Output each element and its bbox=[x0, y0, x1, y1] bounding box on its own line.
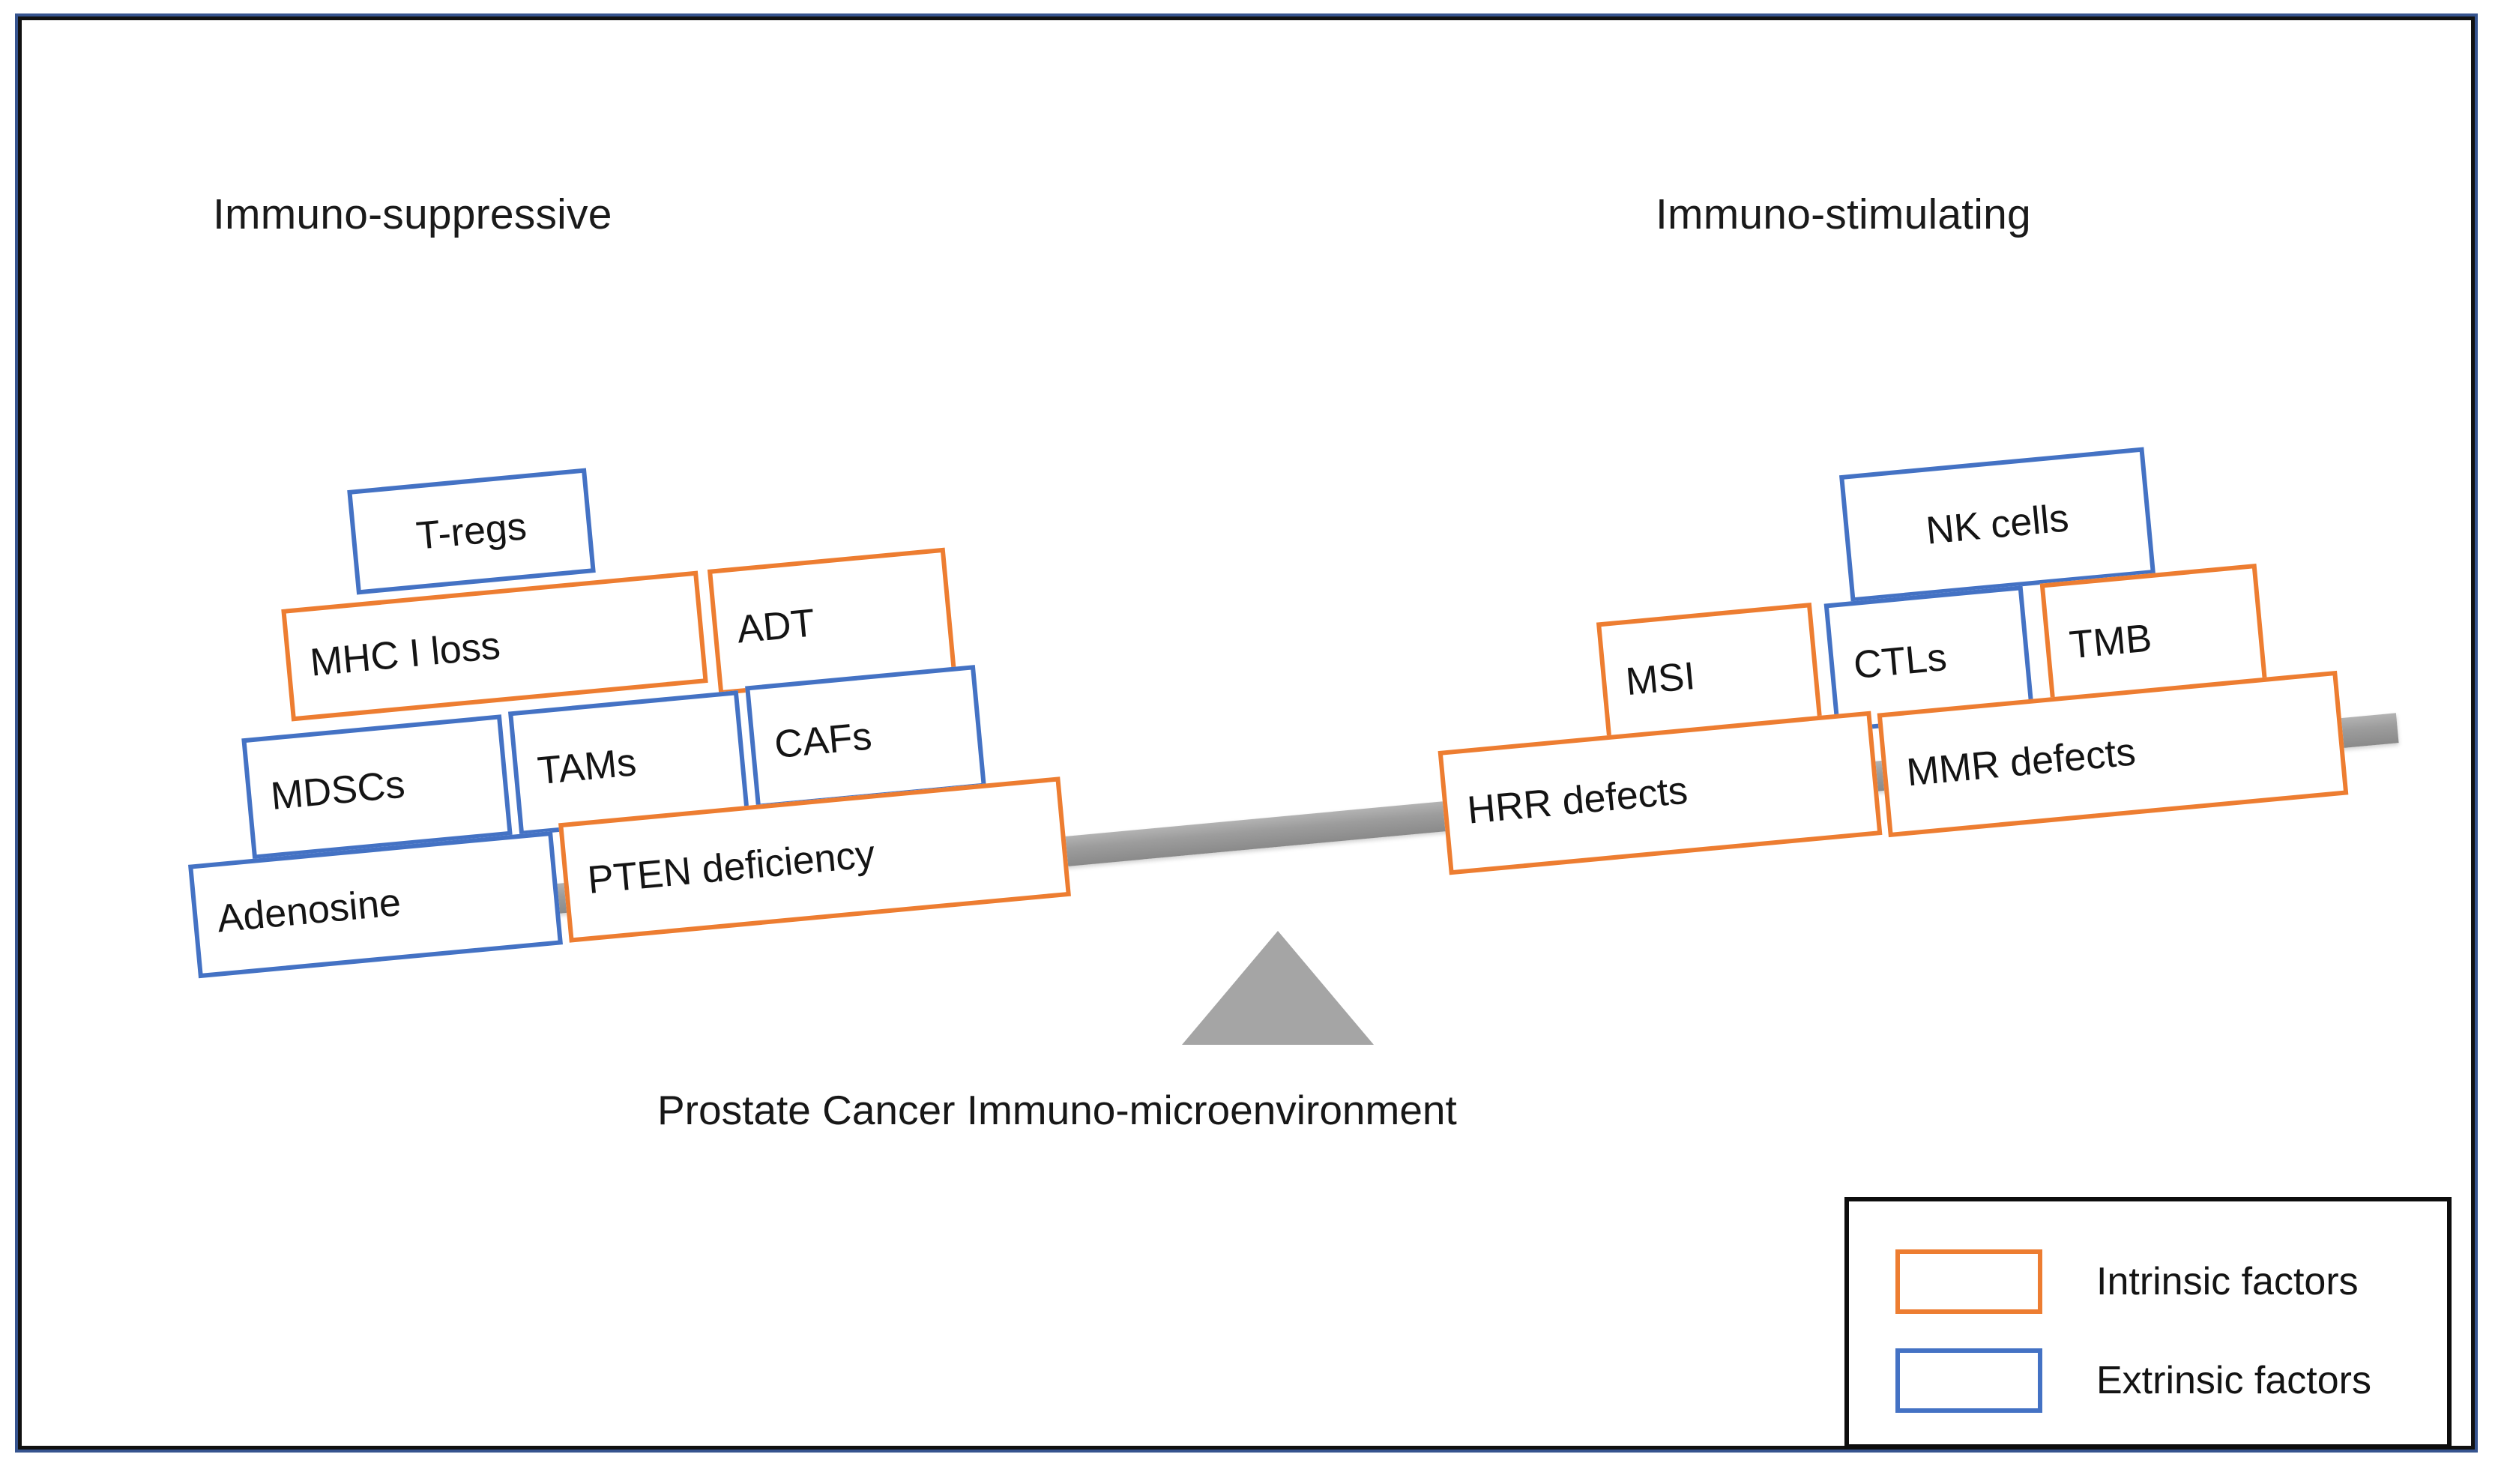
legend-item-intrinsic: Intrinsic factors bbox=[1895, 1249, 2359, 1314]
factor-label: T-regs bbox=[414, 504, 529, 558]
fulcrum-triangle bbox=[1182, 931, 1374, 1045]
factor-label: CTLs bbox=[1851, 635, 1949, 688]
factor-label: TAMs bbox=[535, 741, 639, 794]
factor-label: TMB bbox=[2067, 616, 2154, 668]
factor-label: HRR defects bbox=[1465, 768, 1690, 833]
factor-label: CAFs bbox=[772, 714, 874, 767]
factor-label: Adenosine bbox=[215, 881, 403, 941]
factor-box-hrr-defects[interactable]: HRR defects bbox=[1437, 711, 1883, 875]
legend-swatch-orange bbox=[1895, 1249, 2042, 1314]
factor-label: PTEN deficiency bbox=[585, 832, 877, 902]
factor-label: ADT bbox=[734, 601, 817, 652]
factor-label: MHC I loss bbox=[308, 624, 502, 685]
factor-label: MDSCs bbox=[268, 762, 407, 818]
header-immuno-suppressive: Immuno-suppressive bbox=[213, 190, 612, 238]
diagram-caption: Prostate Cancer Immuno-microenvironment bbox=[657, 1087, 1457, 1133]
factor-label: MSI bbox=[1623, 654, 1698, 705]
legend-box: Intrinsic factors Extrinsic factors bbox=[1844, 1197, 2452, 1449]
legend-label: Extrinsic factors bbox=[2096, 1359, 2371, 1402]
factor-box-t-regs[interactable]: T-regs bbox=[347, 468, 596, 595]
legend-item-extrinsic: Extrinsic factors bbox=[1895, 1348, 2371, 1413]
factor-label: NK cells bbox=[1924, 496, 2071, 553]
header-immuno-stimulating: Immuno-stimulating bbox=[1656, 190, 2031, 238]
factor-label: MMR defects bbox=[1904, 730, 2138, 795]
diagram-frame: Immuno-suppressive Immuno-stimulating T-… bbox=[15, 13, 2478, 1453]
legend-swatch-blue bbox=[1895, 1348, 2042, 1413]
factor-box-adenosine[interactable]: Adenosine bbox=[188, 830, 563, 979]
legend-label: Intrinsic factors bbox=[2096, 1260, 2359, 1303]
